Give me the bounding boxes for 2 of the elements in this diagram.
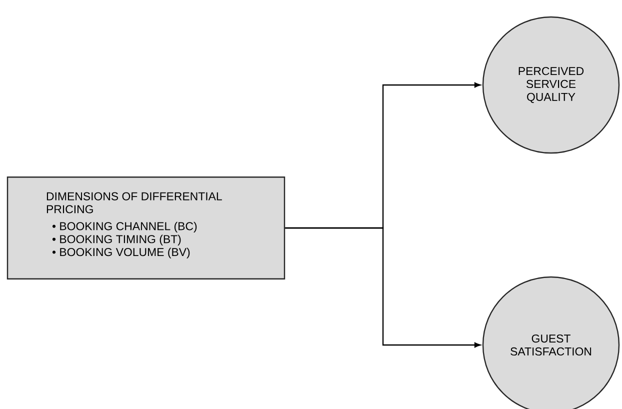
arrow: [285, 227, 481, 348]
process-box: DIMENSIONS OF DIFFERENTIAL PRICING • BOOKING CHANNEL (BC) • BOOKING TIMING (BT) • BOOKING VOLUME (BV): [6, 176, 286, 280]
